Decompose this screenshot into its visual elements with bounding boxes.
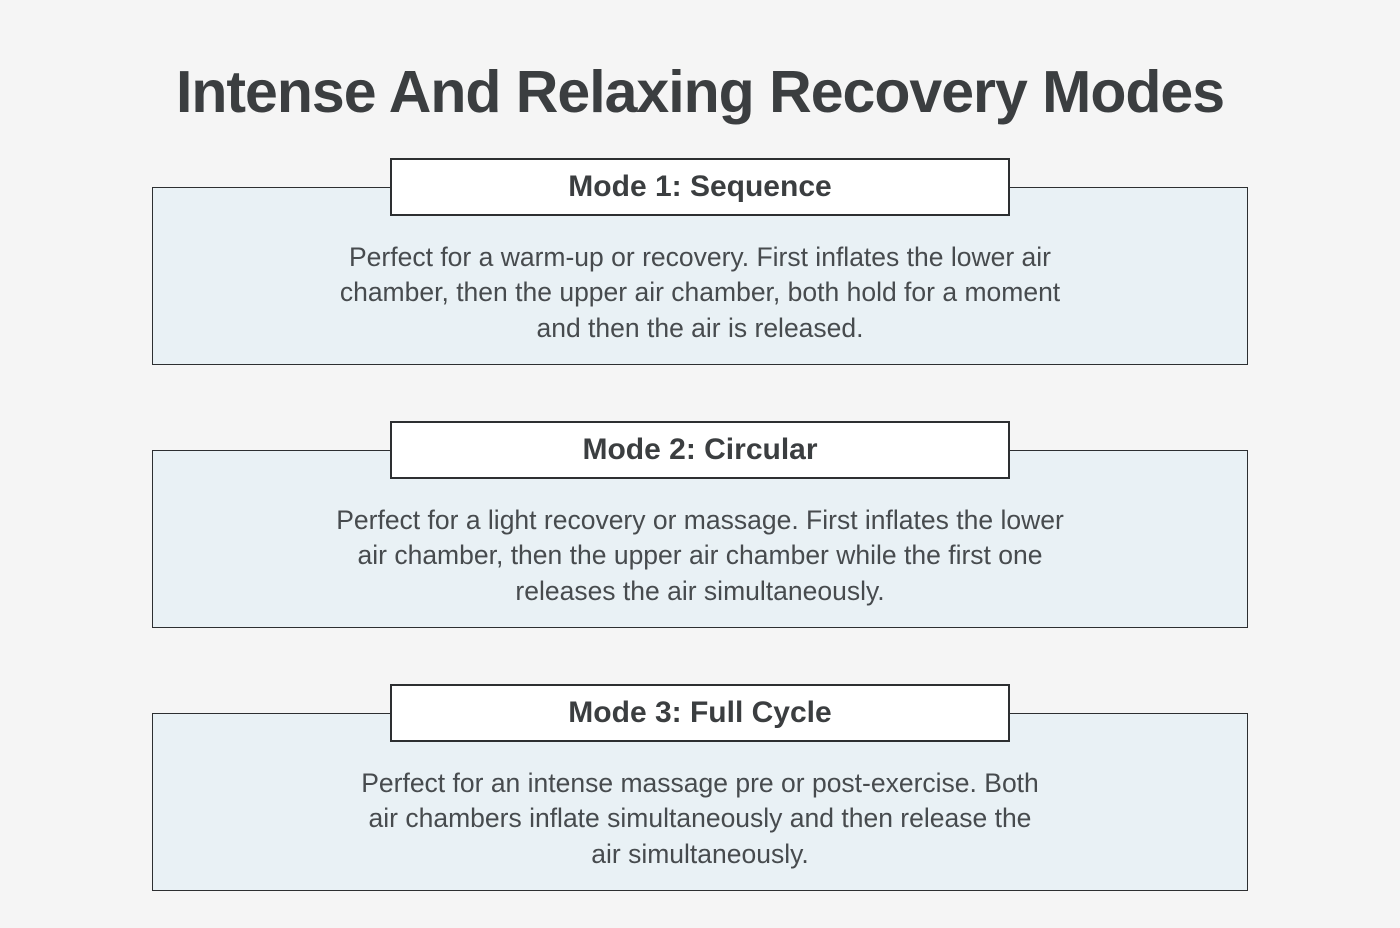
mode-description-line: chamber, then the upper air chamber, bot…	[339, 277, 1061, 308]
mode-description-line: air chambers inflate simultaneously and …	[368, 803, 1032, 834]
mode-heading: Mode 1: Sequence	[390, 158, 1010, 216]
mode-heading: Mode 3: Full Cycle	[390, 684, 1010, 742]
mode-description-line: air chamber, then the upper air chamber …	[357, 540, 1043, 571]
mode-description-line: Perfect for a warm-up or recovery. First…	[349, 241, 1051, 272]
page-title: Intense And Relaxing Recovery Modes	[175, 59, 1225, 125]
mode-card-circular: Mode 2: Circular Perfect for a light rec…	[152, 421, 1248, 628]
mode-description-line: Perfect for a light recovery or massage.…	[336, 504, 1064, 535]
mode-description: Perfect for a warm-up or recovery. First…	[152, 187, 1248, 365]
mode-description: Perfect for a light recovery or massage.…	[152, 450, 1248, 628]
mode-description-line: air simultaneously.	[591, 838, 809, 869]
mode-card-full-cycle: Mode 3: Full Cycle Perfect for an intens…	[152, 684, 1248, 891]
mode-description-line: Perfect for an intense massage pre or po…	[361, 767, 1039, 798]
mode-description: Perfect for an intense massage pre or po…	[152, 713, 1248, 891]
mode-heading: Mode 2: Circular	[390, 421, 1010, 479]
mode-cards: Mode 1: Sequence Perfect for a warm-up o…	[152, 158, 1248, 891]
mode-description-line: releases the air simultaneously.	[515, 575, 885, 606]
mode-card-sequence: Mode 1: Sequence Perfect for a warm-up o…	[152, 158, 1248, 365]
mode-description-line: and then the air is released.	[536, 312, 864, 343]
